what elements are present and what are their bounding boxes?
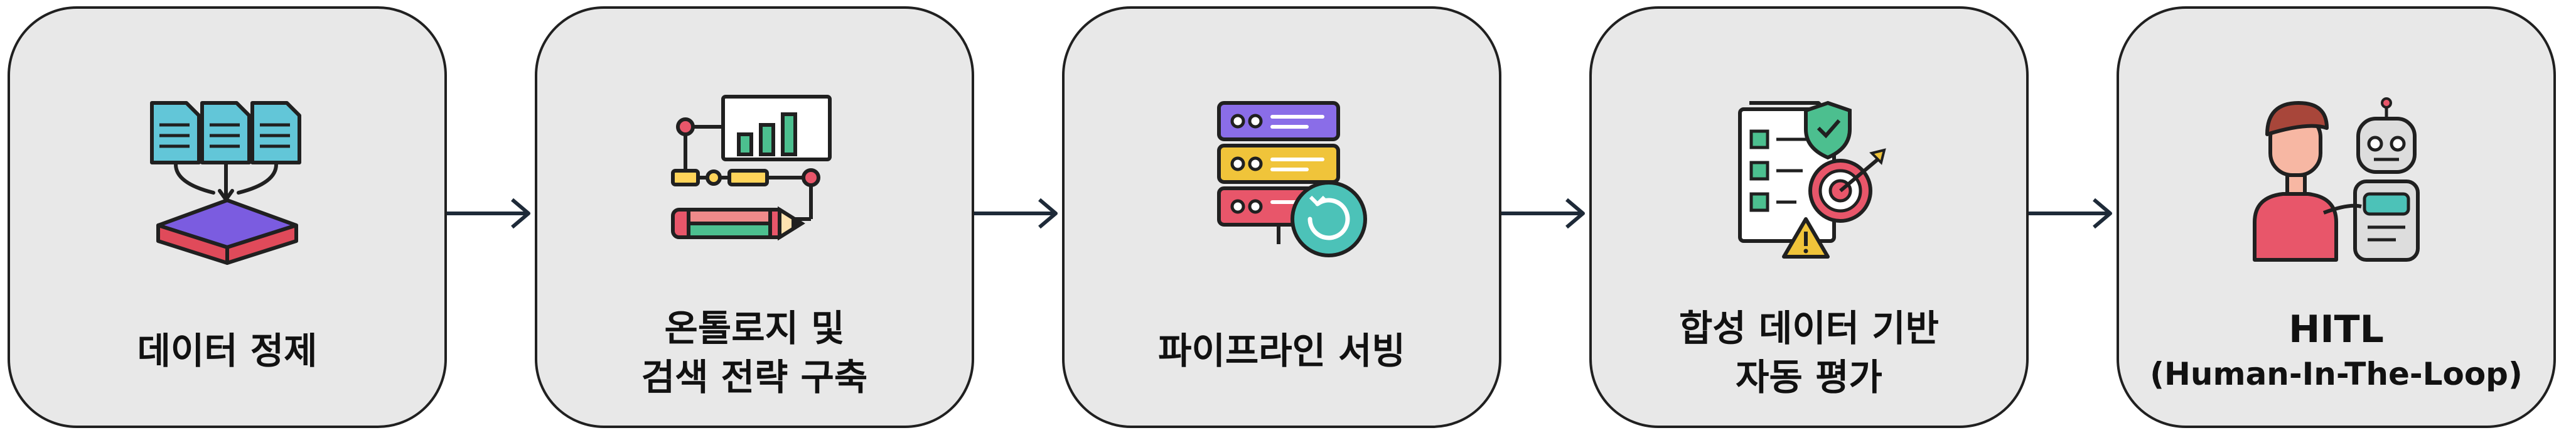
step-card-data-cleaning: 데이터 정제	[8, 6, 447, 428]
human-robot-icon	[2253, 97, 2420, 262]
step-label-line: HITL	[2289, 308, 2384, 351]
step-label-line: 파이프라인 서빙	[1158, 330, 1405, 372]
step-label: HITL (Human-In-The-Loop)	[2119, 305, 2553, 394]
step-card-pipeline-serving: 파이프라인 서빙	[1062, 6, 1501, 428]
step-label-line: 합성 데이터 기반	[1679, 307, 1939, 350]
step-label: 파이프라인 서빙	[1065, 329, 1499, 373]
step-label-line: 자동 평가	[1736, 356, 1882, 399]
step-card-synthetic-eval: 합성 데이터 기반 자동 평가	[1589, 6, 2029, 428]
step-label-line: 데이터 정제	[137, 330, 318, 372]
arrow-right-icon	[447, 198, 530, 229]
arrow-right-icon	[974, 198, 1058, 229]
step-label-line: 온톨로지 및	[664, 307, 845, 350]
checklist-target-icon	[1738, 100, 1886, 259]
arrow-right-icon	[1501, 198, 1585, 229]
step-card-ontology: 온톨로지 및 검색 전략 구축	[535, 6, 974, 428]
documents-to-storage-icon	[150, 101, 301, 265]
step-label: 온톨로지 및 검색 전략 구축	[537, 304, 972, 402]
server-refresh-icon	[1217, 101, 1367, 257]
ontology-flow-chart-icon	[671, 95, 832, 241]
step-label-line: 검색 전략 구축	[641, 356, 868, 399]
step-label-line: (Human-In-The-Loop)	[2150, 356, 2523, 392]
step-card-hitl: HITL (Human-In-The-Loop)	[2117, 6, 2556, 428]
arrow-right-icon	[2029, 198, 2112, 229]
step-label: 합성 데이터 기반 자동 평가	[1592, 304, 2026, 402]
step-label: 데이터 정제	[10, 329, 444, 373]
